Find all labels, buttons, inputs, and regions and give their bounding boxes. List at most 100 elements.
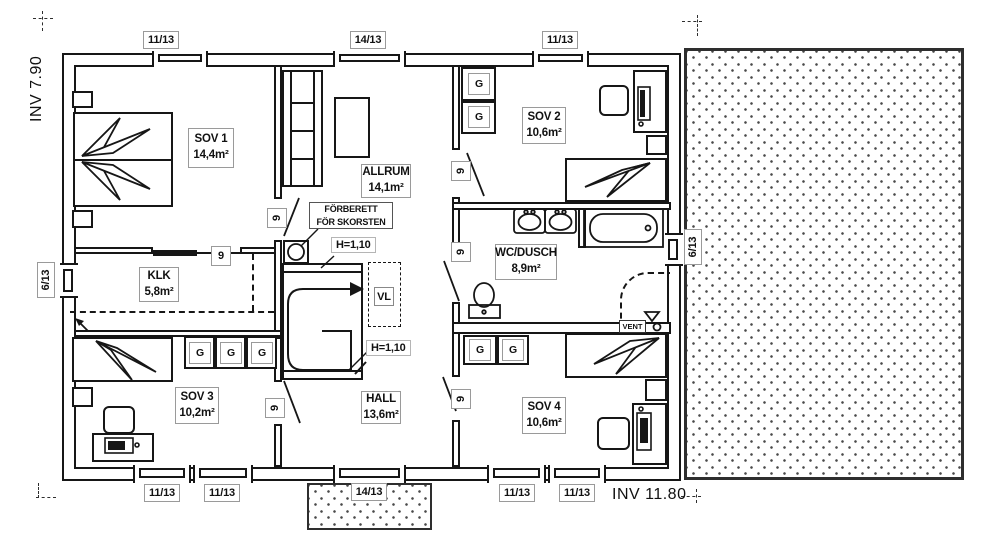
vl-tag: VL xyxy=(374,287,394,306)
room-label-sov3: SOV 3 10,2m² xyxy=(175,387,219,424)
window-frame xyxy=(139,468,185,478)
window-size-tag: 11/13 xyxy=(204,484,240,502)
room-name: ALLRUM xyxy=(362,166,410,179)
ceiling-height-dashed-line xyxy=(70,311,274,313)
bed-pillow-sov4 xyxy=(593,337,660,375)
corner-mark-tr xyxy=(697,15,698,36)
wall xyxy=(452,302,460,377)
single-bed xyxy=(565,158,667,202)
door-size-tag: 9 xyxy=(451,242,471,262)
window xyxy=(133,465,191,483)
room-name: WC/DUSCH xyxy=(495,247,557,260)
bathtub xyxy=(583,208,664,248)
nightstand xyxy=(72,210,93,228)
door-swing xyxy=(283,152,485,424)
wall xyxy=(274,424,282,467)
chimney-note-line: FÖRBERETT xyxy=(324,204,378,215)
room-area: 14,1m² xyxy=(368,182,404,194)
window-size-tag: 11/13 xyxy=(559,484,595,502)
bed-pillow-sov2 xyxy=(584,162,651,198)
room-name: HALL xyxy=(366,392,396,405)
room-label-sov1: SOV 1 14,4m² xyxy=(188,128,234,168)
window-size-tag: 11/13 xyxy=(499,484,535,502)
window-frame xyxy=(199,468,247,478)
vent-symbol xyxy=(643,311,662,332)
room-name: SOV 2 xyxy=(527,110,561,123)
wardrobe-tag: G xyxy=(469,339,491,361)
room-label-wc-dusch: WC/DUSCH 8,9m² xyxy=(495,244,557,280)
wall xyxy=(74,330,282,337)
window-frame xyxy=(339,468,400,478)
shelf-line xyxy=(292,130,313,132)
stair-wall-line xyxy=(284,271,361,273)
bookshelf xyxy=(282,70,323,187)
window-size-tag: 6/13 xyxy=(37,262,55,298)
window xyxy=(60,263,78,298)
wardrobe-tag: G xyxy=(251,342,273,364)
wardrobe-tag: G xyxy=(220,342,242,364)
room-name: KLK xyxy=(147,269,171,282)
room-area: 14,4m² xyxy=(193,149,229,161)
vl-shaft xyxy=(368,262,401,327)
wardrobe-tag: G xyxy=(468,106,490,128)
room-name: SOV 1 xyxy=(194,133,228,146)
corner-mark-bl xyxy=(38,483,39,498)
room-area: 5,8m² xyxy=(144,285,174,298)
window-frame xyxy=(158,54,202,62)
door-size-tag: 9 xyxy=(265,398,285,418)
window-frame xyxy=(554,468,600,478)
corner-mark-tl xyxy=(33,18,53,19)
wardrobe-tag: G xyxy=(189,342,211,364)
side-table xyxy=(72,387,93,407)
room-label-sov4: SOV 4 10,6m² xyxy=(522,397,566,434)
room-area: 13,6m² xyxy=(363,408,399,421)
window-size-tag: 14/13 xyxy=(351,483,387,501)
shelf-line xyxy=(292,102,313,104)
wardrobe-tag: G xyxy=(468,73,490,95)
window xyxy=(333,51,406,67)
room-label-klk: KLK 5,8m² xyxy=(139,267,179,302)
level-note-bottom: INV 11.80 xyxy=(612,486,687,503)
room-area: 10,6m² xyxy=(526,416,562,429)
double-sink xyxy=(513,208,577,234)
sliding-door-track xyxy=(197,252,212,254)
window xyxy=(665,233,683,266)
bed-divider xyxy=(75,159,171,161)
corner-mark-bl xyxy=(36,497,56,498)
window-size-tag: 14/13 xyxy=(350,31,386,49)
deck-area xyxy=(684,48,964,480)
stair-direction-arrow xyxy=(287,282,367,375)
bed-pillow-sov3 xyxy=(95,340,157,381)
door-size-tag: 9 xyxy=(267,208,287,228)
shelf-line xyxy=(290,72,292,185)
desk-chair xyxy=(599,85,629,116)
shelf-line xyxy=(313,72,315,185)
window-frame xyxy=(63,269,73,292)
room-name: SOV 3 xyxy=(180,390,214,403)
entrance-door-window xyxy=(333,465,406,483)
room-name: SOV 4 xyxy=(527,400,561,413)
shower-area xyxy=(620,272,670,336)
window-frame xyxy=(668,239,678,260)
sliding-door xyxy=(153,250,197,256)
corner-mark-br xyxy=(681,496,701,497)
room-area: 10,6m² xyxy=(526,126,562,139)
ceiling-height-dashed-line xyxy=(252,254,254,311)
door-size-tag: 9 xyxy=(211,246,231,266)
height-note-leader xyxy=(320,255,368,371)
cabinet xyxy=(645,379,667,401)
corner-mark-tl xyxy=(42,11,43,31)
room-area: 10,2m² xyxy=(179,406,215,419)
room-label-hall: HALL 13,6m² xyxy=(361,391,401,424)
level-note-left: INV 7.90 xyxy=(28,55,45,122)
bathtub-partition-wall xyxy=(578,208,586,248)
height-note: H=1,10 xyxy=(331,237,376,253)
slope-arrow xyxy=(75,318,89,332)
single-bed xyxy=(72,337,173,382)
corner-mark-tr xyxy=(682,21,702,22)
cabinet xyxy=(646,135,667,155)
shelf-line xyxy=(292,158,313,160)
double-bed xyxy=(73,112,173,207)
